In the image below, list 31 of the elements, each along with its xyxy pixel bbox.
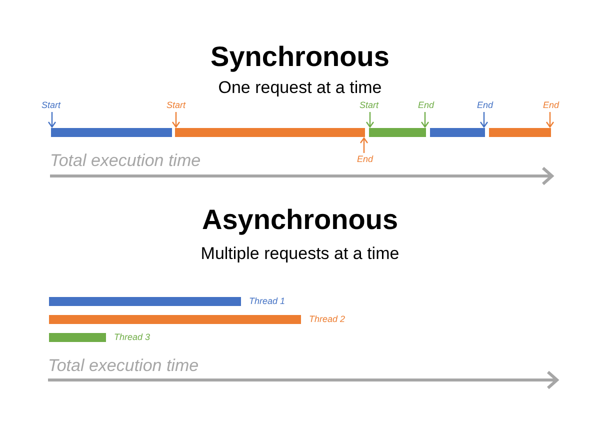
marker-label: Start: [31, 100, 71, 111]
timeline-bar: [49, 315, 301, 324]
section-subtitle: One request at a time: [217, 78, 383, 98]
axis-label: Total execution time: [48, 356, 199, 376]
section-heading: Synchronous: [210, 40, 390, 74]
thread-label: Thread 3: [114, 332, 150, 343]
section-heading: Asynchronous: [200, 203, 400, 237]
pointer-arrow: [420, 112, 430, 128]
marker-label: End: [406, 100, 446, 111]
thread-label: Thread 2: [309, 314, 346, 325]
marker-label: End: [531, 100, 571, 111]
marker-label: End: [345, 154, 385, 165]
thread-label: Thread 1: [249, 296, 286, 307]
pointer-arrow: [366, 112, 374, 128]
timeline-bar: [489, 128, 551, 137]
marker-label: End: [465, 100, 505, 111]
section-subtitle: Multiple requests at a time: [200, 244, 400, 264]
pointer-arrow: [546, 112, 554, 128]
timeline-bar: [430, 128, 485, 137]
pointer-arrow: [172, 112, 180, 128]
timeline-bar: [369, 128, 426, 137]
axis-label: Total execution time: [50, 151, 201, 171]
timeline-bar: [51, 128, 172, 137]
timeline-bar: [49, 333, 106, 342]
pointer-arrow: [480, 112, 488, 128]
pointer-arrow: [48, 112, 56, 128]
timeline-bar: [175, 128, 365, 137]
marker-label: Start: [156, 100, 196, 111]
pointer-arrow: [360, 137, 368, 153]
timeline-bar: [49, 297, 241, 306]
marker-label: Start: [349, 100, 389, 111]
